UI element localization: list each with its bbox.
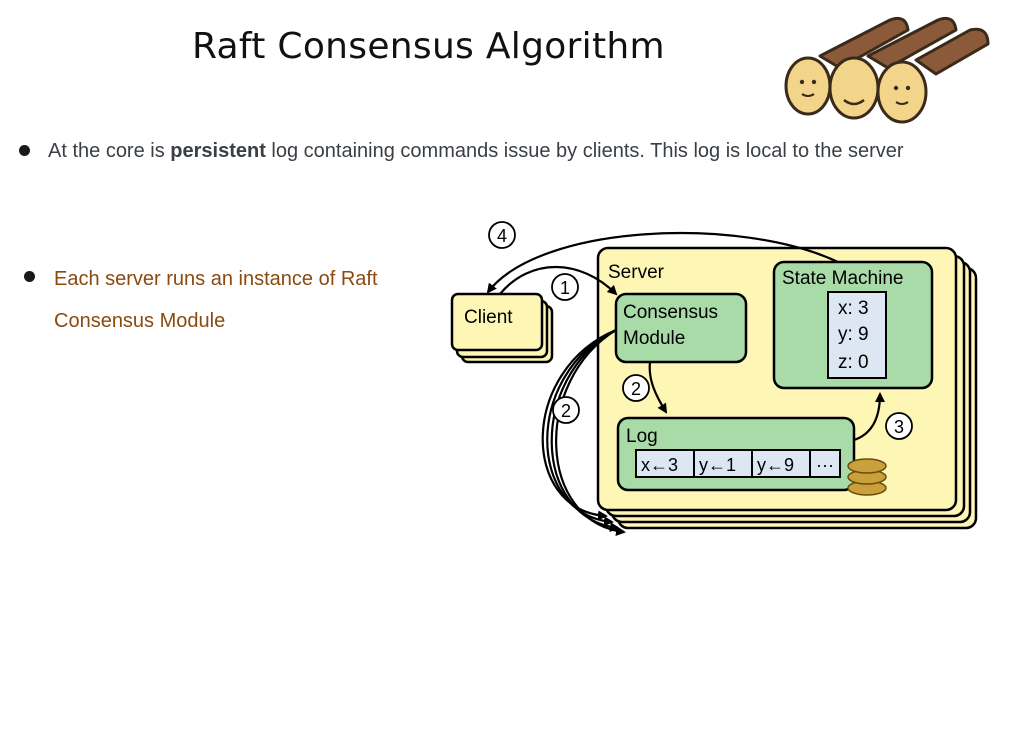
step-label-3: 3 [894,417,904,437]
bullet-text-bold: persistent [170,140,266,162]
bullet-server-instance: Each server runs an instance of Raft Con… [24,258,414,342]
bullet-text-before: At the core is [48,140,171,162]
arrow-step-3 [853,392,885,442]
step-label-2a: 2 [631,379,641,399]
arrow-step-4 [486,232,839,294]
state-values-box [827,291,887,379]
client-label: Client [464,307,513,328]
consensus-module-box [614,292,748,364]
bullet-persistent-log: At the core is persistent log containing… [19,132,998,170]
state-value-y: y: 9 [838,324,869,345]
arrow-step-2-log [648,361,668,414]
consensus-label-line2: Module [623,328,685,349]
step-label-4: 4 [497,226,507,246]
state-value-x: x: 3 [838,298,869,319]
state-value-z: z: 0 [838,352,869,373]
step-label-2b: 2 [561,401,571,421]
bullet-dot [19,145,30,156]
page-title: Raft Consensus Algorithm [192,26,665,67]
log-entry-more: ··· [816,455,834,475]
log-entry-3: y←9 [757,455,794,475]
wooden-logs-icon [784,16,990,124]
log-label: Log [626,426,658,447]
log-entry-1: x←3 [641,455,678,475]
bullet-dot [24,271,35,282]
arrow-step-2-servers [541,328,626,537]
log-entry-2: y←1 [699,455,736,475]
log-entries [635,449,841,478]
state-machine-label: State Machine [782,268,903,289]
consensus-label-line1: Consensus [623,302,718,323]
server-label: Server [608,262,665,283]
arrow-step-1 [499,266,618,296]
step-circles [488,221,913,440]
client-stack [450,292,554,364]
disk-storage-icon [847,458,887,496]
raft-server-diagram: Server Consensus Module State Machine x:… [450,221,978,537]
bullet-text: Each server runs an instance of Raft Con… [54,268,378,332]
bullet-text-after: log containing commands issue by clients… [265,140,904,162]
step-label-1: 1 [560,278,570,298]
